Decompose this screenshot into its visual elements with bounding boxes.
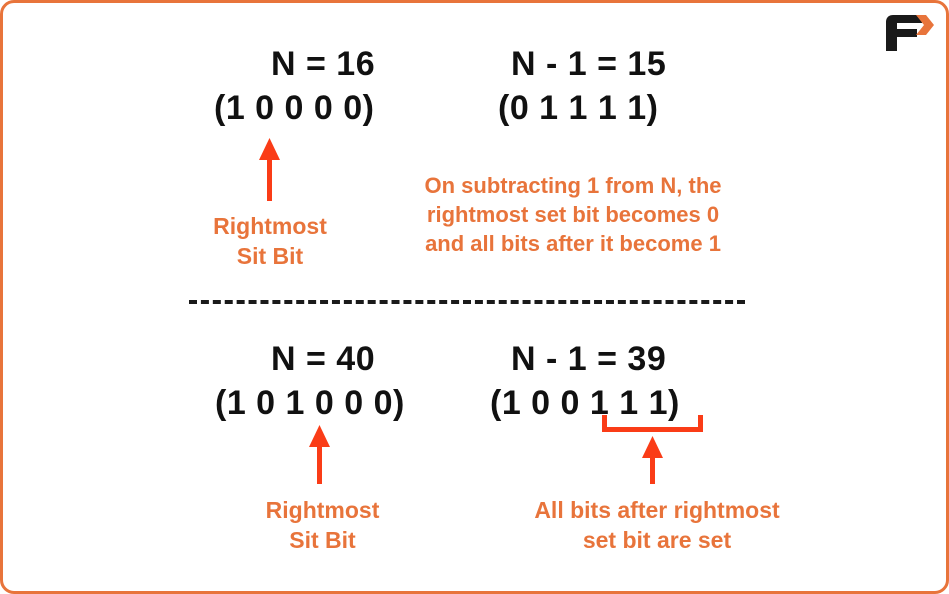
annotation-overlay	[259, 138, 703, 484]
example-top-right-title: N - 1 = 15	[511, 45, 667, 83]
section-divider	[189, 300, 745, 304]
up-arrow-icon-bottom-left	[309, 425, 330, 484]
logo-letter-f	[886, 15, 922, 51]
example-bottom-left-bits: (1 0 1 0 0 0)	[215, 384, 405, 422]
rightmost-set-bit-label-bottom: Rightmost Sit Bit	[265, 497, 380, 554]
example-bottom-right-title: N - 1 = 39	[511, 340, 667, 378]
favtutor-f-logo	[872, 13, 934, 53]
bracket-marker-icon	[602, 415, 703, 484]
up-arrow-icon-top	[259, 138, 280, 201]
logo-arrow-icon	[916, 15, 934, 35]
example-top-left-title: N = 16	[271, 45, 376, 83]
subtract-explanation-note: On subtracting 1 from N, the rightmost s…	[424, 173, 722, 257]
example-bottom-left-title: N = 40	[271, 340, 376, 378]
all-bits-after-set-note: All bits after rightmost set bit are set	[534, 497, 780, 554]
example-bottom-right-bits: (1 0 0 1 1 1)	[490, 384, 680, 422]
example-top-left-bits: (1 0 0 0 0)	[214, 89, 375, 127]
example-top-right-bits: (0 1 1 1 1)	[498, 89, 659, 127]
rightmost-set-bit-label-top: Rightmost Sit Bit	[213, 213, 327, 270]
